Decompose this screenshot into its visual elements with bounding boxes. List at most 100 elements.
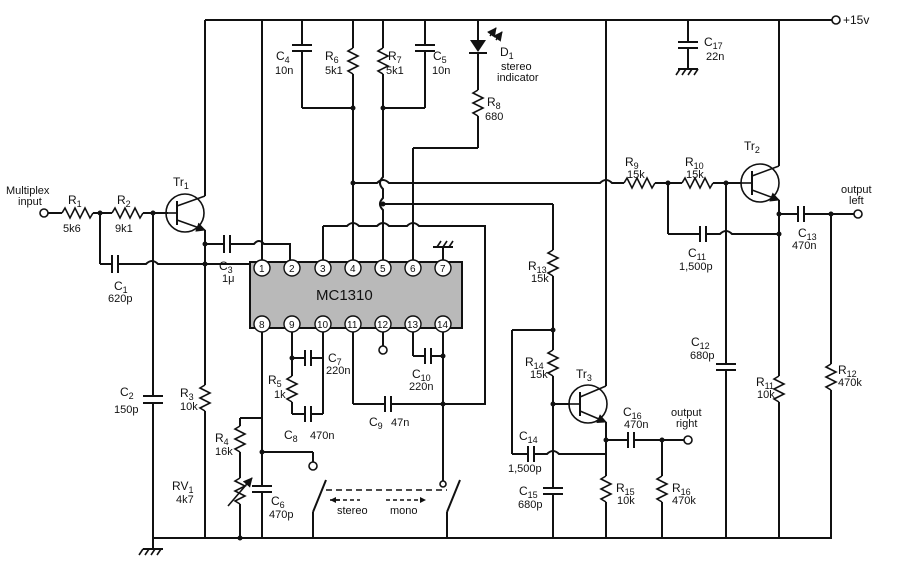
potentiometer-rv1: RV1 4k7: [172, 477, 253, 507]
resistor-r4: R4 16k: [215, 425, 247, 458]
capacitor-c17: C17 22n: [678, 35, 724, 63]
ic-ground-symbol: [433, 240, 454, 260]
capacitor-c6: C6 470p: [252, 485, 293, 521]
svg-text:RV1: RV1: [172, 479, 193, 495]
r7-value: 5k1: [386, 65, 404, 77]
c5-value: 10n: [432, 65, 450, 77]
r14-value: 15k: [530, 369, 548, 381]
c1-value: 620p: [108, 293, 132, 305]
svg-text:C14: C14: [519, 429, 538, 445]
rv1-value: 4k7: [176, 494, 194, 506]
svg-text:C10: C10: [412, 367, 431, 383]
svg-text:1: 1: [259, 264, 265, 275]
svg-text:8: 8: [259, 320, 265, 331]
svg-text:5: 5: [380, 264, 386, 275]
led-d1: D1 stereo indicator: [469, 27, 539, 84]
svg-text:C4: C4: [276, 49, 290, 65]
switch-stereo-label: stereo: [337, 505, 368, 517]
resistor-r6: R6 5k1: [325, 47, 360, 77]
svg-text:R11: R11: [756, 375, 774, 391]
capacitor-c5: C5 10n: [415, 44, 450, 77]
input-terminal: Multiplex input: [6, 185, 50, 218]
c9-value: 47n: [391, 417, 409, 429]
svg-text:C11: C11: [688, 246, 706, 262]
svg-text:R12: R12: [838, 363, 857, 379]
svg-text:3: 3: [320, 264, 326, 275]
r11-value: 10k: [757, 389, 775, 401]
resistor-r10: R10 15k: [681, 155, 714, 190]
svg-text:R6: R6: [325, 49, 339, 65]
svg-text:7: 7: [440, 264, 446, 275]
svg-text:12: 12: [377, 320, 389, 331]
svg-text:C7: C7: [328, 351, 342, 367]
svg-text:C8: C8: [284, 428, 298, 444]
capacitor-c12: C12 680p: [690, 335, 736, 371]
output-left-line1: output: [841, 184, 872, 196]
capacitor-c15: C15 680p: [518, 484, 563, 511]
svg-text:C6: C6: [271, 494, 285, 510]
c8-value: 470n: [310, 430, 334, 442]
capacitor-c8: C8 470n: [284, 406, 334, 444]
svg-text:Tr3: Tr3: [576, 367, 592, 383]
svg-text:R8: R8: [487, 95, 501, 111]
svg-text:C2: C2: [120, 385, 134, 401]
svg-text:R13: R13: [528, 259, 547, 275]
svg-text:R3: R3: [180, 386, 194, 402]
c14-value: 1,500p: [508, 463, 542, 475]
resistor-r16: R16 470k: [655, 475, 696, 507]
resistor-r11: R11 10k: [756, 375, 786, 403]
c16-value: 470n: [624, 419, 648, 431]
ground-rail: [138, 537, 832, 556]
transistor-tr1: Tr1: [165, 175, 206, 233]
svg-text:11: 11: [347, 320, 358, 331]
stereo-mono-switch: stereo mono: [312, 479, 461, 538]
svg-text:C16: C16: [623, 405, 642, 421]
c17-ground-symbol: [675, 68, 699, 76]
resistor-r9: R9 15k: [623, 155, 656, 190]
capacitor-c9: C9 47n: [369, 396, 409, 431]
r2-value: 9k1: [115, 223, 133, 235]
c4-value: 10n: [275, 65, 293, 77]
r9-value: 15k: [627, 169, 645, 181]
c3-value: 1μ: [222, 273, 234, 285]
c13-value: 470n: [792, 240, 816, 252]
r13-value: 15k: [531, 273, 549, 285]
capacitor-c4: C4 10n: [275, 44, 312, 77]
svg-text:R15: R15: [616, 481, 635, 497]
d1-label-line2: indicator: [497, 72, 539, 84]
svg-text:R14: R14: [525, 355, 544, 371]
svg-text:R16: R16: [672, 481, 691, 497]
input-label-line2: input: [18, 196, 42, 208]
svg-text:C9: C9: [369, 415, 383, 431]
resistor-r8: R8 680: [471, 89, 503, 123]
svg-text:9: 9: [289, 320, 295, 331]
svg-text:C17: C17: [704, 35, 723, 51]
resistor-r15: R15 10k: [599, 475, 635, 507]
svg-text:C12: C12: [691, 335, 710, 351]
resistor-r14: R14 15k: [525, 349, 560, 381]
supply-terminal: [831, 15, 841, 25]
supply-rail: +15v: [205, 13, 869, 27]
c7-value: 220n: [326, 365, 350, 377]
r10-value: 15k: [686, 169, 704, 181]
output-left-line2: left: [849, 195, 864, 207]
resistor-r12: R12 470k: [824, 363, 862, 391]
ic-mc1310: MC1310 1 2 3 4 5 6 7 8 9 10 11 12 13 14: [249, 259, 463, 333]
resistor-r3: R3 10k: [180, 384, 212, 413]
svg-text:14: 14: [437, 320, 449, 331]
capacitor-c13: C13 470n: [792, 206, 817, 252]
svg-text:D1: D1: [500, 45, 514, 61]
svg-text:R5: R5: [268, 373, 282, 389]
c17-value: 22n: [706, 51, 724, 63]
r3-value: 10k: [180, 401, 198, 413]
capacitor-c1: C1 620p: [108, 255, 132, 305]
r5-value: 1k: [274, 389, 286, 401]
capacitor-c14: C14 1,500p: [508, 429, 542, 475]
c6-value: 470p: [269, 509, 293, 521]
resistor-r2: R2 9k1: [111, 193, 144, 235]
resistor-r1: R1 5k6: [61, 193, 94, 235]
ic-pins-bottom: 8 9 10 11 12 13 14: [253, 315, 452, 333]
output-right-line2: right: [676, 418, 697, 430]
svg-text:10: 10: [317, 320, 329, 331]
